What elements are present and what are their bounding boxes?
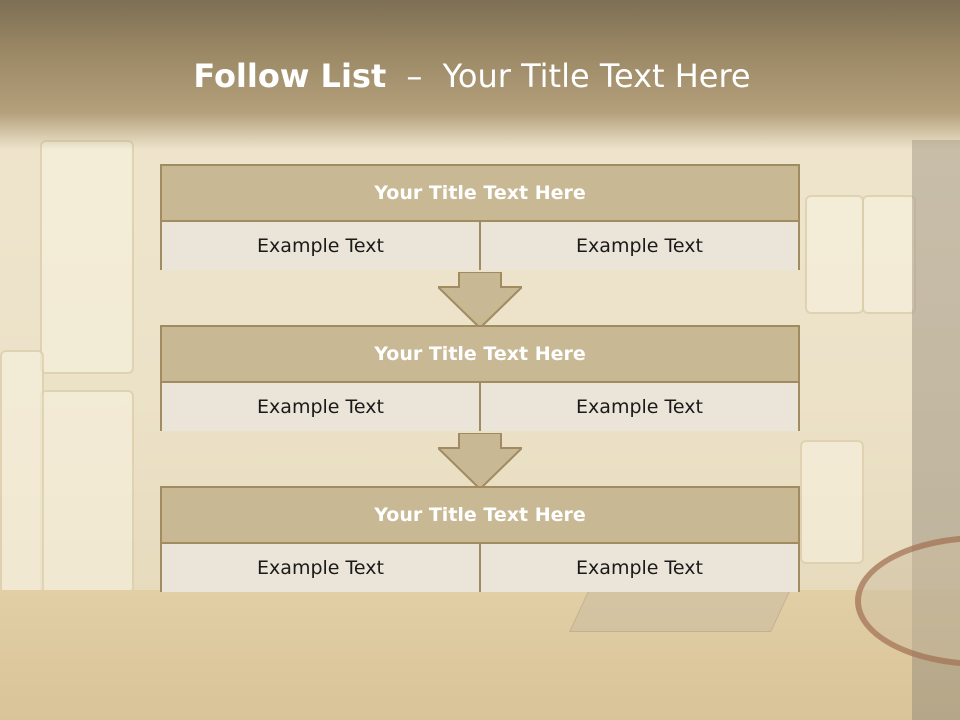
step-left-text: Example Text bbox=[162, 383, 479, 431]
slide-title-bold: Follow List bbox=[193, 57, 387, 95]
step-left-text: Example Text bbox=[162, 544, 479, 592]
slide-title: Follow List – Your Title Text Here bbox=[0, 52, 944, 100]
cabinet-door bbox=[862, 195, 916, 314]
floor bbox=[0, 590, 960, 720]
follow-step-1: Your Title Text Here Example Text Exampl… bbox=[160, 164, 800, 270]
follow-step-2: Your Title Text Here Example Text Exampl… bbox=[160, 325, 800, 431]
step-row: Example Text Example Text bbox=[162, 544, 798, 592]
header-band bbox=[0, 0, 960, 150]
cabinet-door bbox=[805, 195, 864, 314]
step-right-text: Example Text bbox=[479, 222, 798, 270]
step-right-text: Example Text bbox=[479, 544, 798, 592]
slide-title-rest: Your Title Text Here bbox=[442, 57, 751, 95]
step-right-text: Example Text bbox=[479, 383, 798, 431]
slide-title-separator: – bbox=[406, 57, 423, 95]
step-row: Example Text Example Text bbox=[162, 383, 798, 431]
step-title: Your Title Text Here bbox=[162, 488, 798, 544]
step-title: Your Title Text Here bbox=[162, 166, 798, 222]
step-title: Your Title Text Here bbox=[162, 327, 798, 383]
step-row: Example Text Example Text bbox=[162, 222, 798, 270]
cabinet-door bbox=[800, 440, 864, 564]
down-arrow-icon bbox=[438, 272, 522, 328]
follow-step-3: Your Title Text Here Example Text Exampl… bbox=[160, 486, 800, 592]
step-left-text: Example Text bbox=[162, 222, 479, 270]
down-arrow-icon bbox=[438, 433, 522, 489]
fridge-door bbox=[0, 350, 44, 594]
rug bbox=[569, 585, 793, 632]
cabinet-door bbox=[40, 140, 134, 374]
cabinet-door bbox=[40, 390, 134, 594]
